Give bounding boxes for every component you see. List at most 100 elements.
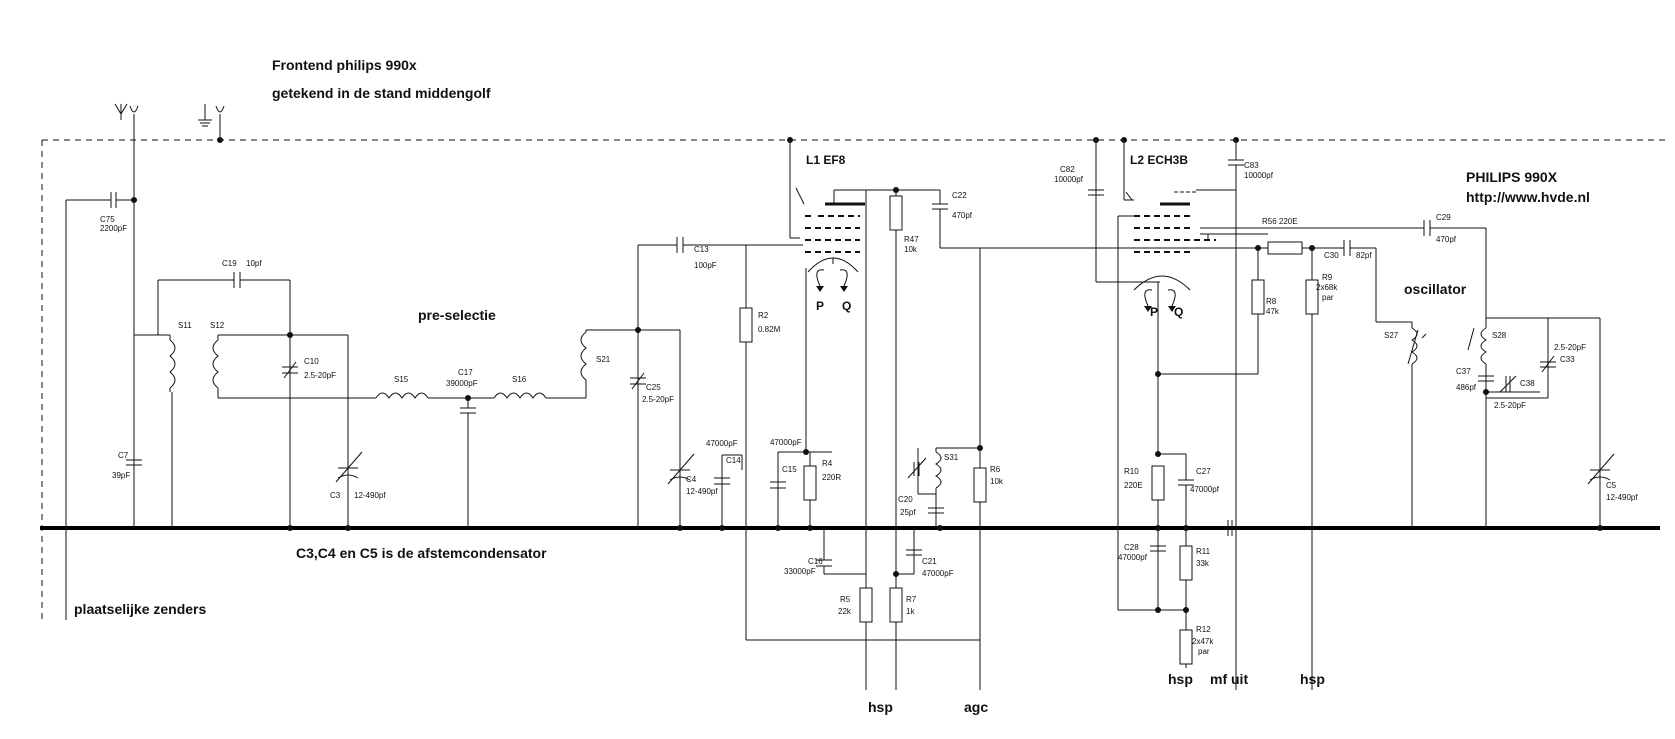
value-r8: 47k <box>1266 307 1280 316</box>
value-r4: 220R <box>822 473 841 482</box>
value-c19: 10pf <box>246 259 262 268</box>
label-r11: R11 <box>1196 547 1211 556</box>
tube-l1-q: Q <box>842 299 851 313</box>
value-c37: 486pf <box>1456 383 1477 392</box>
output-hsp-2: hsp <box>1168 671 1193 687</box>
value-c20: 25pf <box>900 508 916 517</box>
output-hsp-1: hsp <box>868 699 893 715</box>
label-s12: S12 <box>210 321 225 330</box>
label-c5: C5 <box>1606 481 1617 490</box>
value-c33: 2.5-20pF <box>1554 343 1586 352</box>
brand-name: PHILIPS 990X <box>1466 169 1558 185</box>
coil-s15 <box>375 392 429 399</box>
label-r9: R9 <box>1322 273 1333 282</box>
value-c27: 47000pf <box>1190 485 1220 494</box>
value-r6: 10k <box>990 477 1004 486</box>
label-c21: C21 <box>922 557 937 566</box>
value-c16: 33000pF <box>784 567 816 576</box>
coil-s16 <box>493 392 547 399</box>
value-c5: 12-490pf <box>1606 493 1638 502</box>
output-hsp-3: hsp <box>1300 671 1325 687</box>
value-c75: 2200pF <box>100 224 127 233</box>
label-c30: C30 <box>1324 251 1339 260</box>
label-s21: S21 <box>596 355 611 364</box>
label-s31: S31 <box>944 453 959 462</box>
label-c38: C38 <box>1520 379 1535 388</box>
label-r8: R8 <box>1266 297 1277 306</box>
value-c30: 82pf <box>1356 251 1372 260</box>
label-r7: R7 <box>906 595 917 604</box>
label-c14: C14 <box>726 456 741 465</box>
tube-l1-label: L1 EF8 <box>806 153 846 167</box>
label-r10: R10 <box>1124 467 1139 476</box>
label-c83: C83 <box>1244 161 1259 170</box>
label-c25: C25 <box>646 383 661 392</box>
label-c27: C27 <box>1196 467 1211 476</box>
label-c10: C10 <box>304 357 319 366</box>
tube-l1-p: P <box>816 299 824 313</box>
value-c7: 39pF <box>112 471 130 480</box>
value-r12b: par <box>1198 647 1210 656</box>
value-c29: 470pf <box>1436 235 1457 244</box>
antenna-icon <box>114 103 139 140</box>
value-c82: 10000pf <box>1054 175 1084 184</box>
output-agc: agc <box>964 699 988 715</box>
label-c22: C22 <box>952 191 967 200</box>
value-r9: 2x68k <box>1316 283 1338 292</box>
label-c29: C29 <box>1436 213 1451 222</box>
tube-ech3b-icon <box>1125 191 1216 312</box>
label-c33: C33 <box>1560 355 1575 364</box>
coil-s21 <box>580 331 587 381</box>
label-c19: C19 <box>222 259 237 268</box>
value-c15: 47000pF <box>770 438 802 447</box>
label-c3: C3 <box>330 491 341 500</box>
label-r4: R4 <box>822 459 833 468</box>
label-c7: C7 <box>118 451 129 460</box>
label-c17: C17 <box>458 368 473 377</box>
label-s11: S11 <box>178 321 192 330</box>
value-c38: 2.5-20pF <box>1494 401 1526 410</box>
value-r5: 22k <box>838 607 852 616</box>
value-c22: 470pf <box>952 211 973 220</box>
value-c13: 100pF <box>694 261 717 270</box>
label-r6: R6 <box>990 465 1001 474</box>
value-r11: 33k <box>1196 559 1210 568</box>
coil-s27 <box>1411 327 1418 365</box>
label-c20: C20 <box>898 495 913 504</box>
label-s27: S27 <box>1384 331 1399 340</box>
output-mf: mf uit <box>1210 671 1248 687</box>
label-s16: S16 <box>512 375 527 384</box>
value-c83: 10000pf <box>1244 171 1274 180</box>
tube-l2-p: P <box>1150 305 1158 319</box>
value-r10: 220E <box>1124 481 1143 490</box>
value-r2: 0.82M <box>758 325 781 334</box>
value-c17: 39000pF <box>446 379 478 388</box>
coil-s12 <box>212 339 219 389</box>
earth-icon <box>198 104 225 140</box>
coil-s28 <box>1480 327 1487 365</box>
label-r56: R56 220E <box>1262 217 1298 226</box>
tube-l2-q: Q <box>1174 305 1183 319</box>
value-r47: 10k <box>904 245 918 254</box>
page-subtitle: getekend in de stand middengolf <box>272 85 491 101</box>
label-c28: C28 <box>1124 543 1139 552</box>
label-c37: C37 <box>1456 367 1471 376</box>
label-c82: C82 <box>1060 165 1075 174</box>
value-r7: 1k <box>906 607 915 616</box>
page-title: Frontend philips 990x <box>272 57 417 73</box>
brand-url: http://www.hvde.nl <box>1466 189 1590 205</box>
label-s28: S28 <box>1492 331 1507 340</box>
value-c4: 12-490pf <box>686 487 718 496</box>
value-c14: 47000pF <box>706 439 738 448</box>
value-c21: 47000pF <box>922 569 954 578</box>
coil-s31 <box>935 451 942 489</box>
coil-s11 <box>169 339 176 389</box>
label-c16: C16 <box>808 557 823 566</box>
value-r12: 2x47k <box>1192 637 1214 646</box>
label-r5: R5 <box>840 595 851 604</box>
value-c10: 2.5-20pF <box>304 371 336 380</box>
tube-ef8-icon <box>795 187 865 292</box>
local-stations-label: plaatselijke zenders <box>74 601 207 617</box>
label-c13: C13 <box>694 245 709 254</box>
tuning-note: C3,C4 en C5 is de afstemcondensator <box>296 545 547 561</box>
